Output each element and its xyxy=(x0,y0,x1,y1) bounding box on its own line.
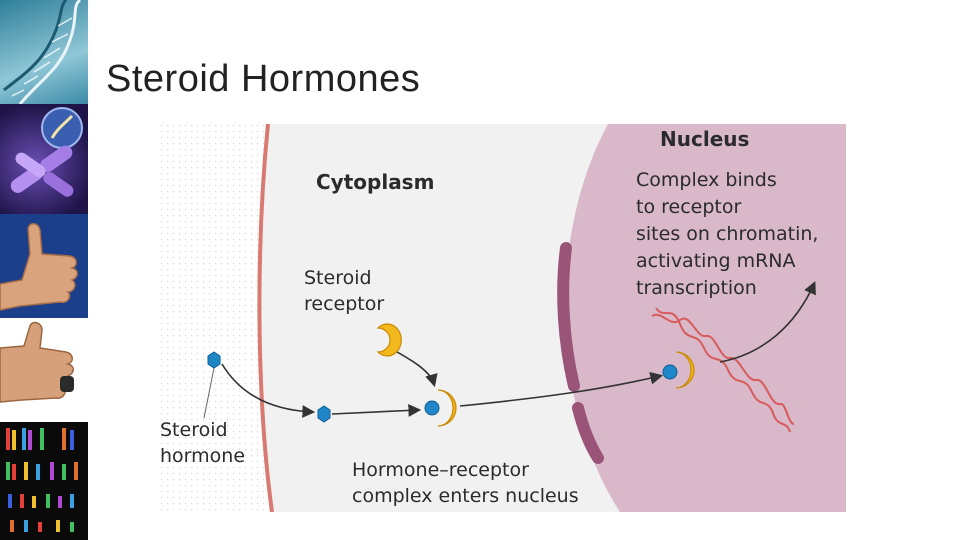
steroid-hormone-label-line2: hormone xyxy=(160,445,245,467)
steroid-receptor-icon xyxy=(376,323,402,357)
steroid-hormone-icon xyxy=(207,351,221,369)
sidebar-image-strip xyxy=(0,0,88,540)
arrow-complex-to-nucleus xyxy=(459,371,664,407)
chromatin-dna-icon xyxy=(651,307,795,433)
steroid-hormone-cytoplasm-icon xyxy=(317,405,331,423)
thumbs-up-image xyxy=(0,214,88,318)
chromosome-image xyxy=(0,104,88,214)
nucleus-action-label-line3: sites on chromatin, xyxy=(636,223,818,245)
cell-membrane xyxy=(257,124,274,512)
steroid-hormone-diagram: Nucleus Cytoplasm Steroid receptor Stero… xyxy=(160,124,846,512)
complex-label-line2: complex enters nucleus xyxy=(352,485,579,507)
steroid-receptor-label-line2: receptor xyxy=(304,293,384,315)
dna-helix-image xyxy=(0,0,88,104)
arrow-transcription xyxy=(719,281,816,363)
karyotype-image xyxy=(0,422,88,540)
arrow-hormone-to-receptor xyxy=(331,404,422,417)
nucleus-region xyxy=(565,124,846,512)
nuclear-envelope-segment-upper xyxy=(557,242,580,392)
thumbs-down-image xyxy=(0,318,88,422)
slide-title: Steroid Hormones xyxy=(106,58,421,100)
arrow-hormone-to-cytoplasm xyxy=(221,363,316,418)
nuclear-envelope-segment-lower xyxy=(572,402,604,464)
complex-label-line1: Hormone–receptor xyxy=(352,459,529,481)
nucleus-label: Nucleus xyxy=(660,127,749,151)
nucleus-action-label-line4: activating mRNA xyxy=(636,250,796,272)
nucleus-action-label-line2: to receptor xyxy=(636,196,741,218)
nucleus-action-label-line1: Complex binds xyxy=(636,169,777,191)
nucleus-action-label-line5: transcription xyxy=(636,277,757,299)
hormone-receptor-complex-icon xyxy=(424,389,457,427)
steroid-hormone-label-line1: Steroid xyxy=(160,419,228,441)
nuclear-complex-icon xyxy=(662,351,695,389)
cytoplasm-label: Cytoplasm xyxy=(316,170,434,194)
steroid-receptor-label-line1: Steroid xyxy=(304,267,372,289)
